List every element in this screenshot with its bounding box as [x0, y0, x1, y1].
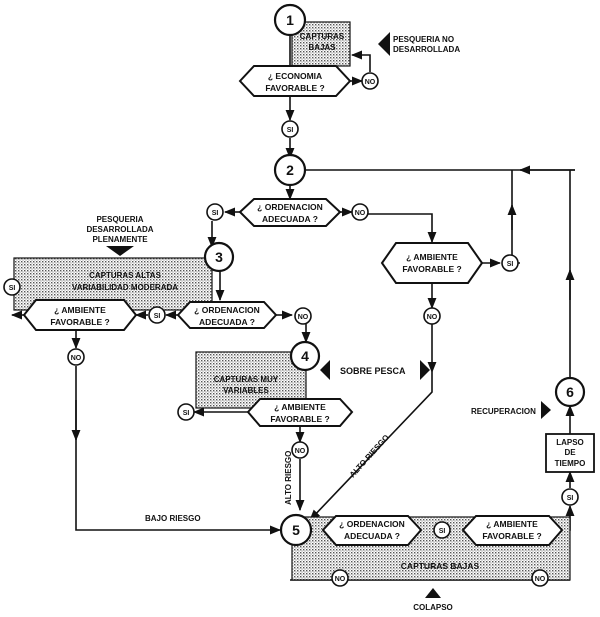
answer-no-ordenacion-3: NO — [298, 314, 309, 321]
decision-ambiente-right-line2: FAVORABLE ? — [402, 264, 461, 274]
decision-economia-line2: FAVORABLE ? — [265, 83, 324, 93]
decision-ambiente-right — [380, 242, 484, 284]
answer-si-ordenacion-5: SI — [439, 528, 446, 535]
decision-ambiente-5-line2: FAVORABLE ? — [482, 531, 541, 541]
decision-economia — [238, 65, 352, 97]
answer-si-ambiente-5: SI — [567, 495, 574, 502]
sobre-pesca-label: SOBRE PESCA — [340, 366, 406, 376]
capturas-altas-line1: CAPTURAS ALTAS — [89, 271, 162, 280]
answer-si-ordenacion-3: SI — [154, 313, 161, 320]
pointer-left-icon — [378, 32, 390, 56]
lapso-line3: TIEMPO — [555, 459, 586, 468]
box-capturas-bajas-top — [291, 21, 351, 67]
decision-ambiente-4-line1: ¿ AMBIENTE — [274, 402, 326, 412]
answer-nodes: NO SI SI NO SI NO SI SI NO NO SI NO SI S… — [3, 72, 579, 587]
decision-ordenacion-2 — [238, 198, 342, 227]
answer-si-ambiente-right: SI — [507, 261, 514, 268]
decision-economia-line1: ¿ ECONOMIA — [268, 71, 322, 81]
state-5-number: 5 — [292, 522, 300, 538]
state-6-number: 6 — [566, 384, 574, 400]
answer-no-ambiente-5: NO — [535, 576, 546, 583]
capturas-muy-variables-line1: CAPTURAS MUY — [214, 375, 279, 384]
state-2-number: 2 — [286, 162, 294, 178]
capturas-altas-line2: VARIABILIDAD MODERADA — [72, 283, 178, 292]
bajo-riesgo-label: BAJO RIESGO — [145, 514, 201, 523]
alto-riesgo-diagonal-label: ALTO RIESGO — [348, 433, 391, 479]
decision-ordenacion-5-line2: ADECUADA ? — [344, 531, 400, 541]
decision-ambiente-4-line2: FAVORABLE ? — [270, 414, 329, 424]
decision-ordenacion-2-line1: ¿ ORDENACION — [257, 202, 323, 212]
decision-ambiente-right-line1: ¿ AMBIENTE — [406, 252, 458, 262]
pointer-right-icon-recuperacion — [541, 401, 551, 419]
decision-nodes: ¿ ECONOMIA FAVORABLE ? ¿ ORDENACION ADEC… — [22, 65, 564, 546]
state-3-number: 3 — [215, 249, 223, 265]
decision-ordenacion-5 — [321, 515, 423, 546]
answer-no-ambiente-3: NO — [71, 355, 82, 362]
alto-riesgo-vertical-label: ALTO RIESGO — [284, 451, 293, 505]
answer-si-ambiente-4: SI — [183, 410, 190, 417]
answer-si-ambiente-3: SI — [9, 285, 16, 292]
pointer-left-icon-sobrepesca — [320, 360, 330, 380]
capturas-bajas-bottom-label: CAPTURAS BAJAS — [401, 561, 480, 571]
state-3 — [203, 241, 235, 273]
pointer-up-icon — [425, 588, 441, 598]
answer-no-economia: NO — [365, 79, 376, 86]
decision-ordenacion-3 — [176, 301, 278, 329]
decision-ambiente-4 — [246, 398, 354, 427]
pesqueria-des-line1: PESQUERIA — [96, 215, 143, 224]
state-2 — [273, 153, 307, 187]
lapso-line2: DE — [564, 448, 576, 457]
answer-no-ordenacion-5: NO — [335, 576, 346, 583]
pesqueria-no-line1: PESQUERIA NO — [393, 35, 454, 44]
decision-ambiente-3-line2: FAVORABLE ? — [50, 317, 109, 327]
capturas-bajas-top-line1: CAPTURAS — [300, 32, 345, 41]
lapso-line1: LAPSO — [556, 438, 584, 447]
capturas-muy-variables-line2: VARIABLES — [223, 386, 269, 395]
recuperacion-label: RECUPERACION — [471, 407, 536, 416]
decision-ordenacion-3-line1: ¿ ORDENACION — [194, 305, 260, 315]
pesqueria-no-line2: DESARROLLADA — [393, 45, 460, 54]
answer-si-ordenacion-2: SI — [212, 210, 219, 217]
decision-ambiente-5-line1: ¿ AMBIENTE — [486, 519, 538, 529]
pesqueria-des-line2: DESARROLLADA — [86, 225, 153, 234]
answer-si-economia: SI — [287, 127, 294, 134]
pointer-down-icon — [106, 246, 134, 256]
state-4-number: 4 — [301, 348, 309, 364]
answer-no-ordenacion-2: NO — [355, 210, 366, 217]
capturas-bajas-top-line2: BAJAS — [308, 43, 336, 52]
pointer-right-icon-sobrepesca — [420, 360, 430, 380]
decision-ordenacion-3-line2: ADECUADA ? — [199, 317, 255, 327]
pesqueria-des-line3: PLENAMENTE — [92, 235, 148, 244]
state-5 — [279, 513, 313, 547]
state-6 — [554, 376, 586, 408]
box-text: CAPTURAS BAJAS CAPTURAS ALTAS VARIABILID… — [72, 32, 585, 571]
state-nodes: 1 2 3 4 5 6 — [203, 3, 586, 547]
answer-no-ambiente-right: NO — [427, 314, 438, 321]
answer-no-ambiente-4: NO — [295, 448, 306, 455]
state-4 — [289, 340, 321, 372]
colapso-label: COLAPSO — [413, 603, 453, 612]
shaded-boxes — [13, 21, 595, 581]
state-1-number: 1 — [286, 12, 294, 28]
decision-ambiente-3 — [22, 299, 138, 331]
decision-ordenacion-2-line2: ADECUADA ? — [262, 214, 318, 224]
decision-ambiente-3-line1: ¿ AMBIENTE — [54, 305, 106, 315]
state-1 — [273, 3, 307, 37]
decision-ambiente-5 — [461, 515, 564, 546]
box-lapso — [545, 433, 595, 473]
decision-ordenacion-5-line1: ¿ ORDENACION — [339, 519, 405, 529]
